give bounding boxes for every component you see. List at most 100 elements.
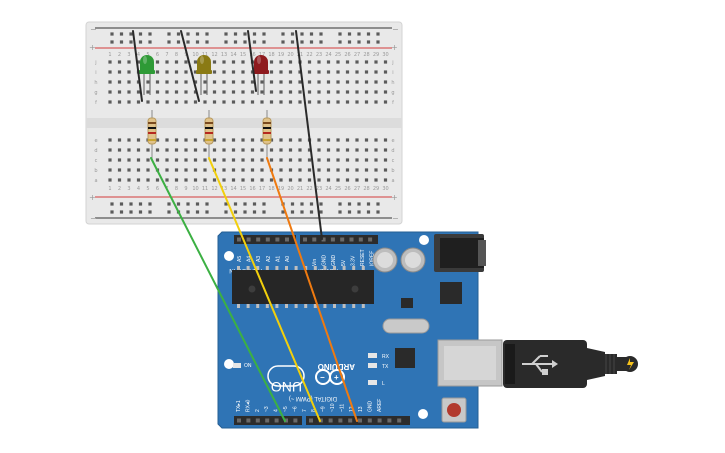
black-wire-gnd[interactable] [295, 30, 323, 240]
header-pin[interactable] [338, 418, 343, 423]
breadboard-hole[interactable] [307, 80, 312, 84]
rail-hole[interactable] [338, 202, 342, 206]
breadboard-hole[interactable] [317, 138, 321, 142]
breadboard-hole[interactable] [364, 80, 369, 84]
breadboard-hole[interactable] [355, 80, 359, 84]
breadboard-hole[interactable] [155, 60, 160, 64]
breadboard-hole[interactable] [117, 60, 122, 64]
rail-hole[interactable] [366, 210, 371, 214]
breadboard-hole[interactable] [117, 168, 122, 172]
breadboard-hole[interactable] [222, 100, 226, 104]
rail-hole[interactable] [148, 40, 152, 44]
rail-hole[interactable] [319, 202, 323, 206]
breadboard-hole[interactable] [108, 178, 112, 182]
rail-hole[interactable] [300, 40, 304, 44]
breadboard-hole[interactable] [279, 148, 283, 152]
breadboard-hole[interactable] [298, 168, 302, 172]
rail-hole[interactable] [357, 202, 361, 206]
breadboard-hole[interactable] [174, 138, 179, 142]
rail-hole[interactable] [224, 202, 228, 206]
breadboard-hole[interactable] [374, 168, 378, 172]
breadboard-hole[interactable] [222, 148, 226, 152]
breadboard-hole[interactable] [155, 90, 160, 94]
rail-hole[interactable] [376, 32, 380, 36]
breadboard-hole[interactable] [288, 80, 293, 84]
breadboard-hole[interactable] [174, 178, 179, 182]
header-pin[interactable] [284, 418, 288, 423]
rail-hole[interactable] [138, 210, 143, 214]
breadboard-hole[interactable] [127, 148, 131, 152]
breadboard-hole[interactable] [336, 80, 340, 84]
breadboard-hole[interactable] [355, 70, 359, 74]
breadboard-hole[interactable] [279, 80, 283, 84]
rail-hole[interactable] [233, 202, 238, 206]
rail-hole[interactable] [186, 210, 190, 214]
breadboard-hole[interactable] [298, 100, 302, 104]
green-led[interactable] [139, 55, 155, 74]
breadboard-hole[interactable] [231, 60, 236, 64]
breadboard-hole[interactable] [336, 138, 340, 142]
header-pin[interactable] [321, 237, 326, 242]
breadboard-hole[interactable] [355, 178, 359, 182]
breadboard-hole[interactable] [146, 158, 150, 162]
breadboard-hole[interactable] [269, 90, 274, 94]
breadboard-hole[interactable] [136, 138, 141, 142]
header-pin[interactable] [274, 418, 279, 423]
rail-hole[interactable] [195, 210, 200, 214]
rail-hole[interactable] [224, 32, 228, 36]
breadboard-hole[interactable] [364, 168, 369, 172]
breadboard-hole[interactable] [326, 158, 331, 162]
breadboard-hole[interactable] [279, 138, 283, 142]
header-pin[interactable] [237, 237, 241, 242]
breadboard-hole[interactable] [374, 100, 378, 104]
breadboard-hole[interactable] [222, 90, 226, 94]
breadboard-hole[interactable] [174, 90, 179, 94]
breadboard-hole[interactable] [326, 90, 331, 94]
breadboard-hole[interactable] [326, 80, 331, 84]
breadboard-hole[interactable] [364, 70, 369, 74]
breadboard-hole[interactable] [222, 70, 226, 74]
breadboard-hole[interactable] [222, 168, 226, 172]
rail-hole[interactable] [119, 40, 124, 44]
breadboard-hole[interactable] [345, 138, 350, 142]
breadboard-hole[interactable] [383, 60, 388, 64]
breadboard-hole[interactable] [193, 80, 198, 84]
breadboard-hole[interactable] [326, 60, 331, 64]
breadboard-hole[interactable] [288, 70, 293, 74]
breadboard-hole[interactable] [279, 100, 283, 104]
breadboard-hole[interactable] [203, 80, 207, 84]
breadboard-hole[interactable] [317, 158, 321, 162]
rail-hole[interactable] [119, 210, 124, 214]
breadboard-hole[interactable] [184, 90, 188, 94]
breadboard-hole[interactable] [165, 80, 169, 84]
breadboard-hole[interactable] [298, 178, 302, 182]
breadboard-hole[interactable] [345, 100, 350, 104]
breadboard-hole[interactable] [260, 178, 264, 182]
breadboard-hole[interactable] [136, 148, 141, 152]
header-pin[interactable] [237, 418, 241, 423]
rail-hole[interactable] [262, 210, 266, 214]
rail-hole[interactable] [167, 40, 171, 44]
yellow-wire[interactable] [208, 157, 321, 422]
header-pin[interactable] [330, 237, 335, 242]
breadboard-hole[interactable] [155, 100, 160, 104]
breadboard-hole[interactable] [184, 80, 188, 84]
rail-hole[interactable] [309, 32, 314, 36]
breadboard-hole[interactable] [241, 80, 245, 84]
rail-hole[interactable] [148, 32, 152, 36]
breadboard-hole[interactable] [374, 90, 378, 94]
breadboard-hole[interactable] [317, 168, 321, 172]
breadboard-hole[interactable] [136, 158, 141, 162]
rail-hole[interactable] [252, 32, 257, 36]
breadboard-hole[interactable] [193, 70, 198, 74]
breadboard-hole[interactable] [250, 158, 255, 162]
rail-hole[interactable] [205, 32, 209, 36]
breadboard-hole[interactable] [174, 168, 179, 172]
rail-hole[interactable] [357, 32, 361, 36]
breadboard-hole[interactable] [279, 178, 283, 182]
breadboard-hole[interactable] [108, 80, 112, 84]
breadboard-hole[interactable] [288, 100, 293, 104]
breadboard-hole[interactable] [298, 90, 302, 94]
rail-hole[interactable] [290, 202, 295, 206]
breadboard-hole[interactable] [165, 138, 169, 142]
